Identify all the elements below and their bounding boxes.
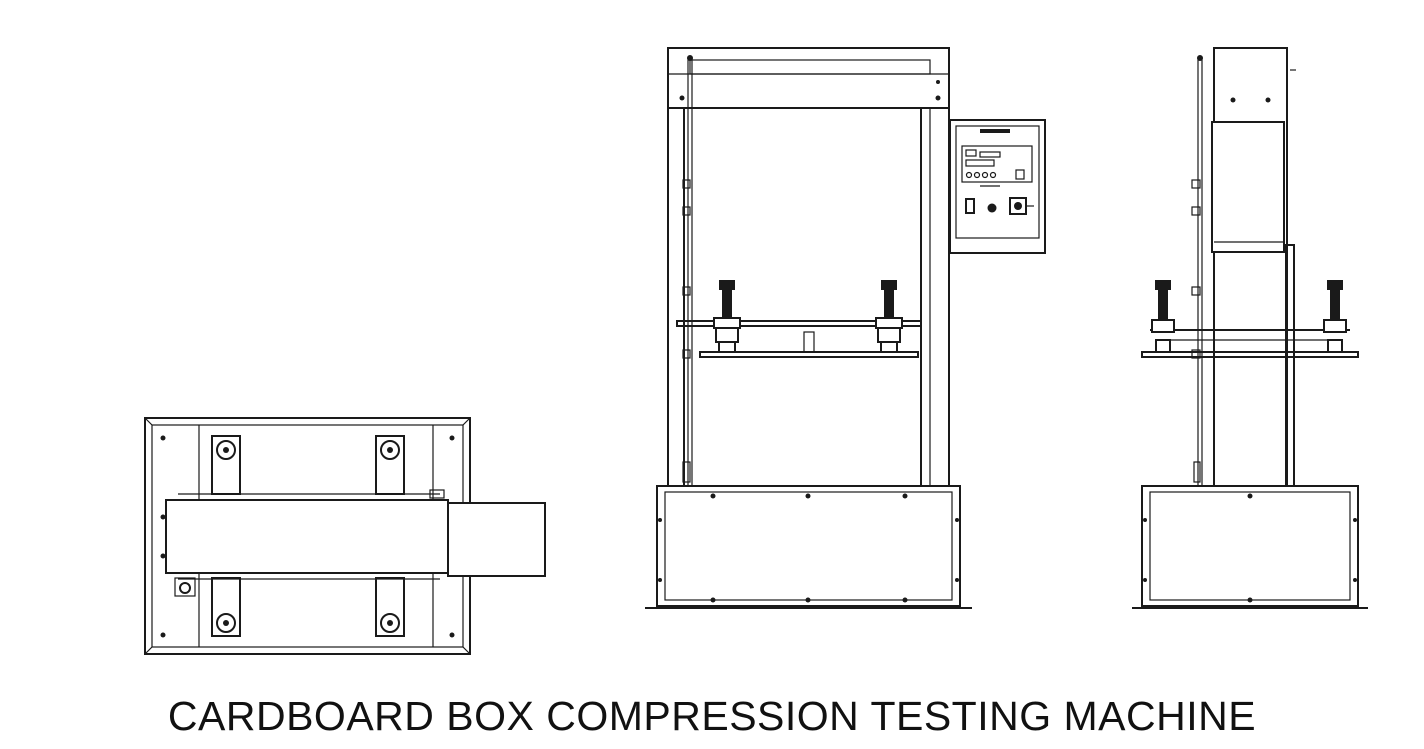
top-view xyxy=(144,417,546,655)
side-view xyxy=(1132,47,1368,609)
front-view xyxy=(645,47,1046,609)
drawing-title: CARDBOARD BOX COMPRESSION TESTING MACHIN… xyxy=(167,693,1257,739)
